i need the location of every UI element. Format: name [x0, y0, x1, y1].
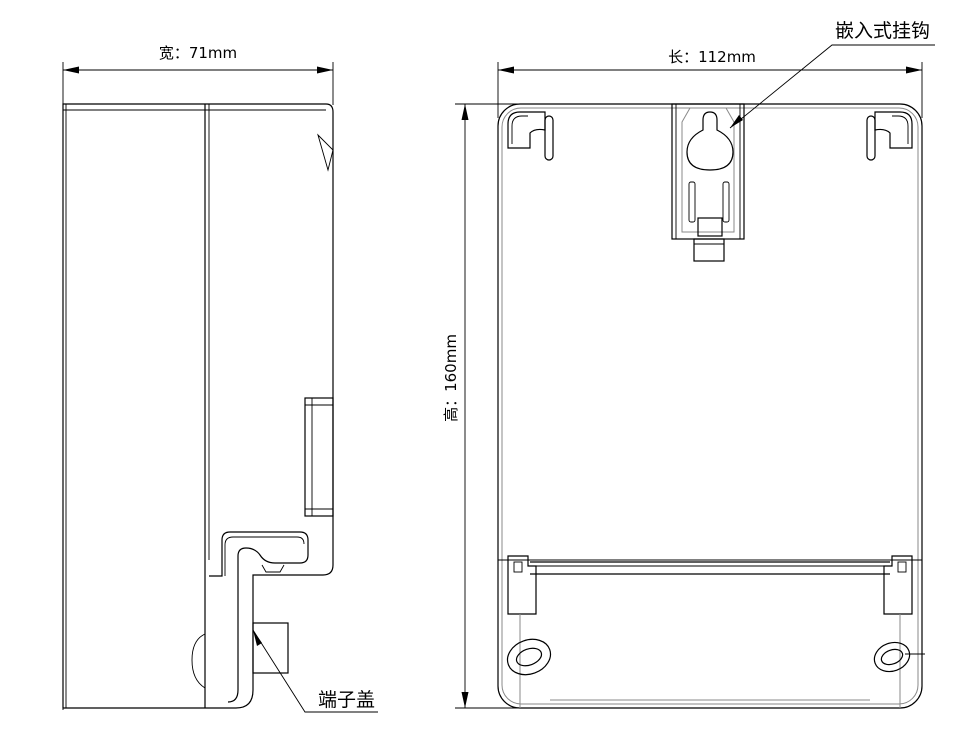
corner-tab-top-right [874, 111, 913, 149]
bottom-rail [498, 559, 922, 575]
side-clip [304, 397, 334, 517]
corner-tab-top-left [507, 111, 546, 149]
terminal-cover-leader [252, 629, 378, 713]
hook-latch [697, 217, 723, 237]
back-view: 长：112mm 高：160mm [442, 20, 935, 709]
width-dimension-line [63, 66, 333, 74]
width-label: 宽：71mm [159, 44, 237, 62]
terminal-cover-label: 端子盖 [318, 689, 375, 711]
terminal-wire-stub [252, 622, 289, 674]
meter-body-outline [497, 103, 923, 709]
terminal-cover-profile [209, 531, 309, 703]
height-label: 高：160mm [442, 334, 460, 422]
height-dimension-line [461, 104, 469, 708]
side-view: 宽：71mm 端子盖 [62, 44, 378, 713]
latch-bottom-left [507, 555, 537, 615]
mount-hole-left [506, 638, 552, 676]
hook-tab [693, 238, 725, 262]
hook-label: 嵌入式挂钩 [835, 20, 930, 42]
mount-hole-right [873, 641, 911, 673]
latch-bottom-right [883, 555, 913, 615]
length-label: 长：112mm [668, 48, 756, 66]
embedded-hook [671, 103, 745, 262]
hook-leader [729, 44, 935, 129]
side-housing-outline [62, 103, 334, 709]
keyhole-slot [686, 111, 734, 171]
length-dimension-line [498, 66, 922, 74]
